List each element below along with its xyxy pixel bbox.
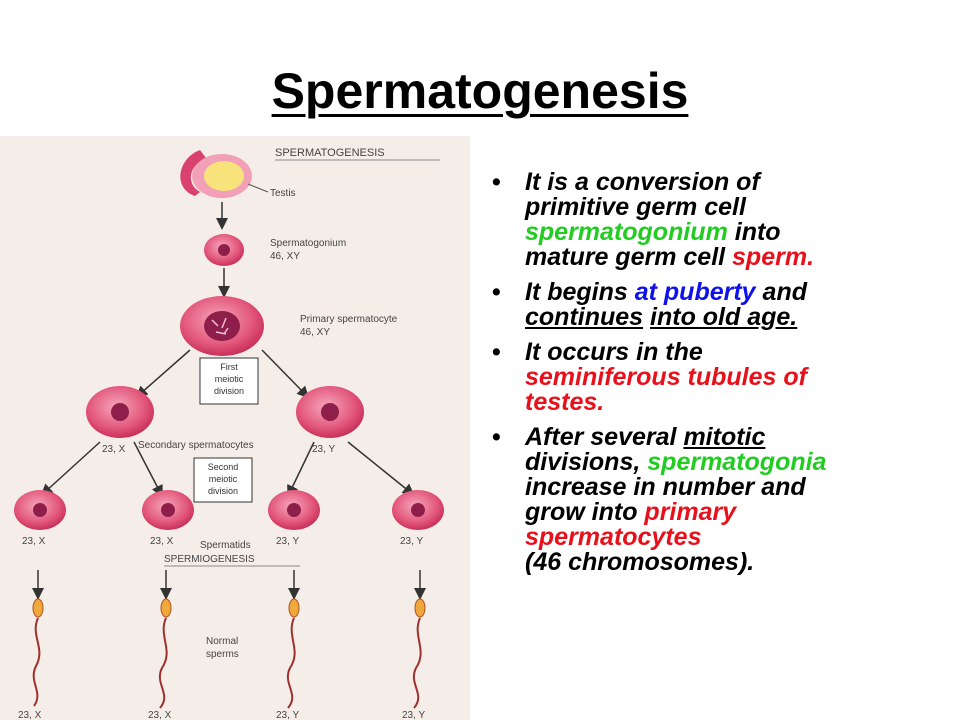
- spermatids-label: Spermatids: [200, 540, 251, 551]
- bullet-4-line-4: grow into: [525, 498, 645, 526]
- sperm-2: [159, 598, 172, 709]
- bullet-4-primary: primary: [644, 498, 737, 526]
- spermatogonium-cell: [204, 234, 244, 266]
- spermatid-4: [392, 490, 444, 530]
- bullet-4-spermatogonia: spermatogonia: [647, 448, 827, 476]
- bullet-1-line-2: primitive germ cell: [525, 193, 746, 221]
- normal-sperms-line-2: sperms: [206, 649, 239, 660]
- bullet-2-old-age: into old age.: [650, 303, 798, 331]
- normal-sperms-line-1: Normal: [206, 636, 238, 647]
- figure-heading: SPERMATOGENESIS: [275, 147, 385, 159]
- primary-spermatocyte-label: Primary spermatocyte: [300, 314, 398, 325]
- bullet-4-spermatocytes: spermatocytes: [525, 523, 702, 551]
- second-meiotic-line-1: Second: [208, 462, 239, 472]
- secondary-spermatocyte-right: [296, 386, 364, 438]
- second-meiotic-box: [193, 457, 253, 503]
- bullet-3-testes: testes.: [525, 388, 605, 416]
- spermatid-2-karyotype: 23, X: [150, 536, 174, 547]
- spermiogenesis-label: SPERMIOGENESIS: [164, 554, 255, 565]
- secondary-spermatocyte-left: [86, 386, 154, 438]
- spermatid-1-karyotype: 23, X: [22, 536, 46, 547]
- secondary-left-karyotype: 23, X: [102, 444, 126, 455]
- bullet-1-spermatogonium: spermatogonium: [525, 218, 728, 246]
- sperm-4: [413, 598, 426, 709]
- sperm-3-karyotype: 23, Y: [276, 710, 299, 720]
- bullet-item: • After several mitotic divisions, sperm…: [492, 423, 827, 576]
- bullet-2-line-1: It begins: [525, 278, 635, 306]
- sperm-4-karyotype: 23, Y: [402, 710, 425, 720]
- bullet-item: • It occurs in the seminiferous tubules …: [492, 338, 807, 416]
- bullet-2-puberty: at puberty: [634, 278, 756, 306]
- bullet-1-line-4: mature germ cell: [525, 243, 733, 271]
- slide-title: Spermatogenesis: [271, 63, 689, 119]
- second-meiotic-line-2: meiotic: [209, 474, 238, 484]
- bullet-list: • It is a conversion of primitive germ c…: [480, 170, 950, 585]
- bullet-4-line-6: (46 chromosomes).: [525, 548, 755, 576]
- testis-label: Testis: [270, 188, 296, 199]
- first-meiotic-box: [199, 357, 259, 405]
- figure-background: [0, 136, 470, 720]
- bullet-1-line-3-tail: into: [727, 218, 781, 246]
- bullet-4-line-3: increase in number and: [525, 473, 806, 501]
- testis-icon: [180, 150, 252, 198]
- sperm-3: [287, 598, 300, 709]
- bullet-4-mitotic: mitotic: [683, 423, 766, 451]
- spermatid-4-karyotype: 23, Y: [400, 536, 423, 547]
- bullet-4-line-1: After several: [525, 423, 684, 451]
- sperm-2-karyotype: 23, X: [148, 710, 172, 720]
- sperm-1: [32, 598, 44, 707]
- second-meiotic-line-3: division: [208, 486, 238, 496]
- first-meiotic-line-3: division: [214, 386, 244, 396]
- bullet-2-space: [643, 303, 650, 331]
- spermatogenesis-diagram: SPERMATOGENESIS Testis Spermatogonium 46…: [0, 136, 470, 720]
- spermatid-2: [142, 490, 194, 530]
- spermatid-1: [14, 490, 66, 530]
- bullet-item: • It is a conversion of primitive germ c…: [492, 168, 815, 271]
- bullet-1-sperm: sperm.: [732, 243, 815, 271]
- primary-karyotype: 46, XY: [300, 327, 330, 338]
- bullet-4-line-2: divisions,: [525, 448, 648, 476]
- bullet-2-line-1-tail: and: [755, 278, 807, 306]
- secondary-right-karyotype: 23, Y: [312, 444, 335, 455]
- bullet-1-line-1: It is a conversion of: [525, 168, 760, 196]
- first-meiotic-line-2: meiotic: [215, 374, 244, 384]
- bullet-3-tubules: seminiferous tubules of: [525, 363, 807, 391]
- spermatogonium-label: Spermatogonium: [270, 238, 346, 249]
- bullet-item: • It begins at puberty and continues int…: [492, 278, 807, 331]
- spermatid-3-karyotype: 23, Y: [276, 536, 299, 547]
- secondary-spermatocytes-label: Secondary spermatocytes: [138, 440, 254, 451]
- spermatogonium-karyotype: 46, XY: [270, 251, 300, 262]
- spermatid-3: [268, 490, 320, 530]
- bullet-3-line-1: It occurs in the: [525, 338, 703, 366]
- first-meiotic-line-1: First: [220, 362, 238, 372]
- sperm-1-karyotype: 23, X: [18, 710, 42, 720]
- primary-spermatocyte-cell: [180, 296, 264, 356]
- bullet-2-continues: continues: [525, 303, 644, 331]
